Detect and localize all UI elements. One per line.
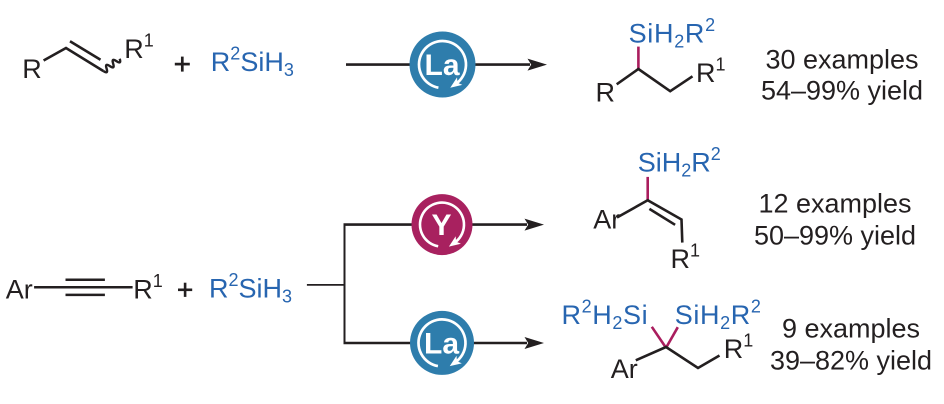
svg-text:SiH2R2: SiH2R2 [629,15,716,52]
svg-text:R1: R1 [724,331,754,365]
svg-text:La: La [424,327,459,360]
svg-text:39–82% yield: 39–82% yield [770,346,932,376]
svg-text:12 examples: 12 examples [758,188,911,218]
svg-text:R1: R1 [671,241,701,275]
svg-text:R1: R1 [124,31,154,65]
svg-text:SiH2R2: SiH2R2 [638,144,721,181]
svg-text:Ar: Ar [593,205,620,235]
svg-text:R: R [22,54,42,84]
svg-text:50–99% yield: 50–99% yield [754,221,916,251]
svg-text:R2SiH3: R2SiH3 [209,270,292,307]
svg-text:9 examples: 9 examples [782,313,920,343]
svg-text:54–99% yield: 54–99% yield [761,75,923,105]
svg-text:La: La [424,49,459,82]
svg-text:R2SiH3: R2SiH3 [211,43,294,80]
svg-text:R2H2Si: R2H2Si [562,297,649,334]
svg-text:SiH2R2: SiH2R2 [675,297,762,334]
svg-text:Ar: Ar [611,354,638,384]
svg-text:Y: Y [431,209,451,242]
svg-text:30 examples: 30 examples [765,45,918,75]
svg-text:R1: R1 [696,55,726,89]
svg-text:R: R [596,78,616,108]
svg-text:Ar: Ar [6,274,33,304]
svg-text:R1: R1 [133,271,163,305]
